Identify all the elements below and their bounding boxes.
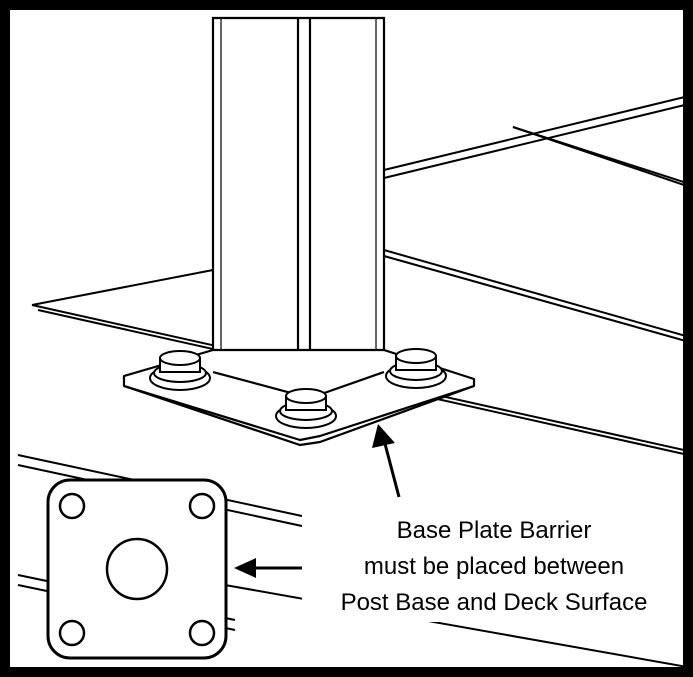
bolt-front [275,388,337,429]
callout-line-2: must be placed between [364,553,624,580]
callout-line-3: Post Base and Deck Surface [341,589,648,616]
bolt-back-left [149,350,211,391]
barrier-hole-bottom-right [188,619,216,647]
barrier-hole-top-left [58,492,86,520]
callout-text-block: Base Plate Barrier must be placed betwee… [302,510,686,622]
barrier-hole-top-right [188,492,216,520]
base-plate-pointer-arrow [372,424,401,498]
barrier-center-hole [105,537,169,601]
callout-line-1: Base Plate Barrier [397,517,592,544]
barrier-hole-bottom-left [58,619,86,647]
bolt-back-right [385,348,447,389]
base-plate-barrier-inset [46,478,228,660]
railing-post [211,16,386,400]
